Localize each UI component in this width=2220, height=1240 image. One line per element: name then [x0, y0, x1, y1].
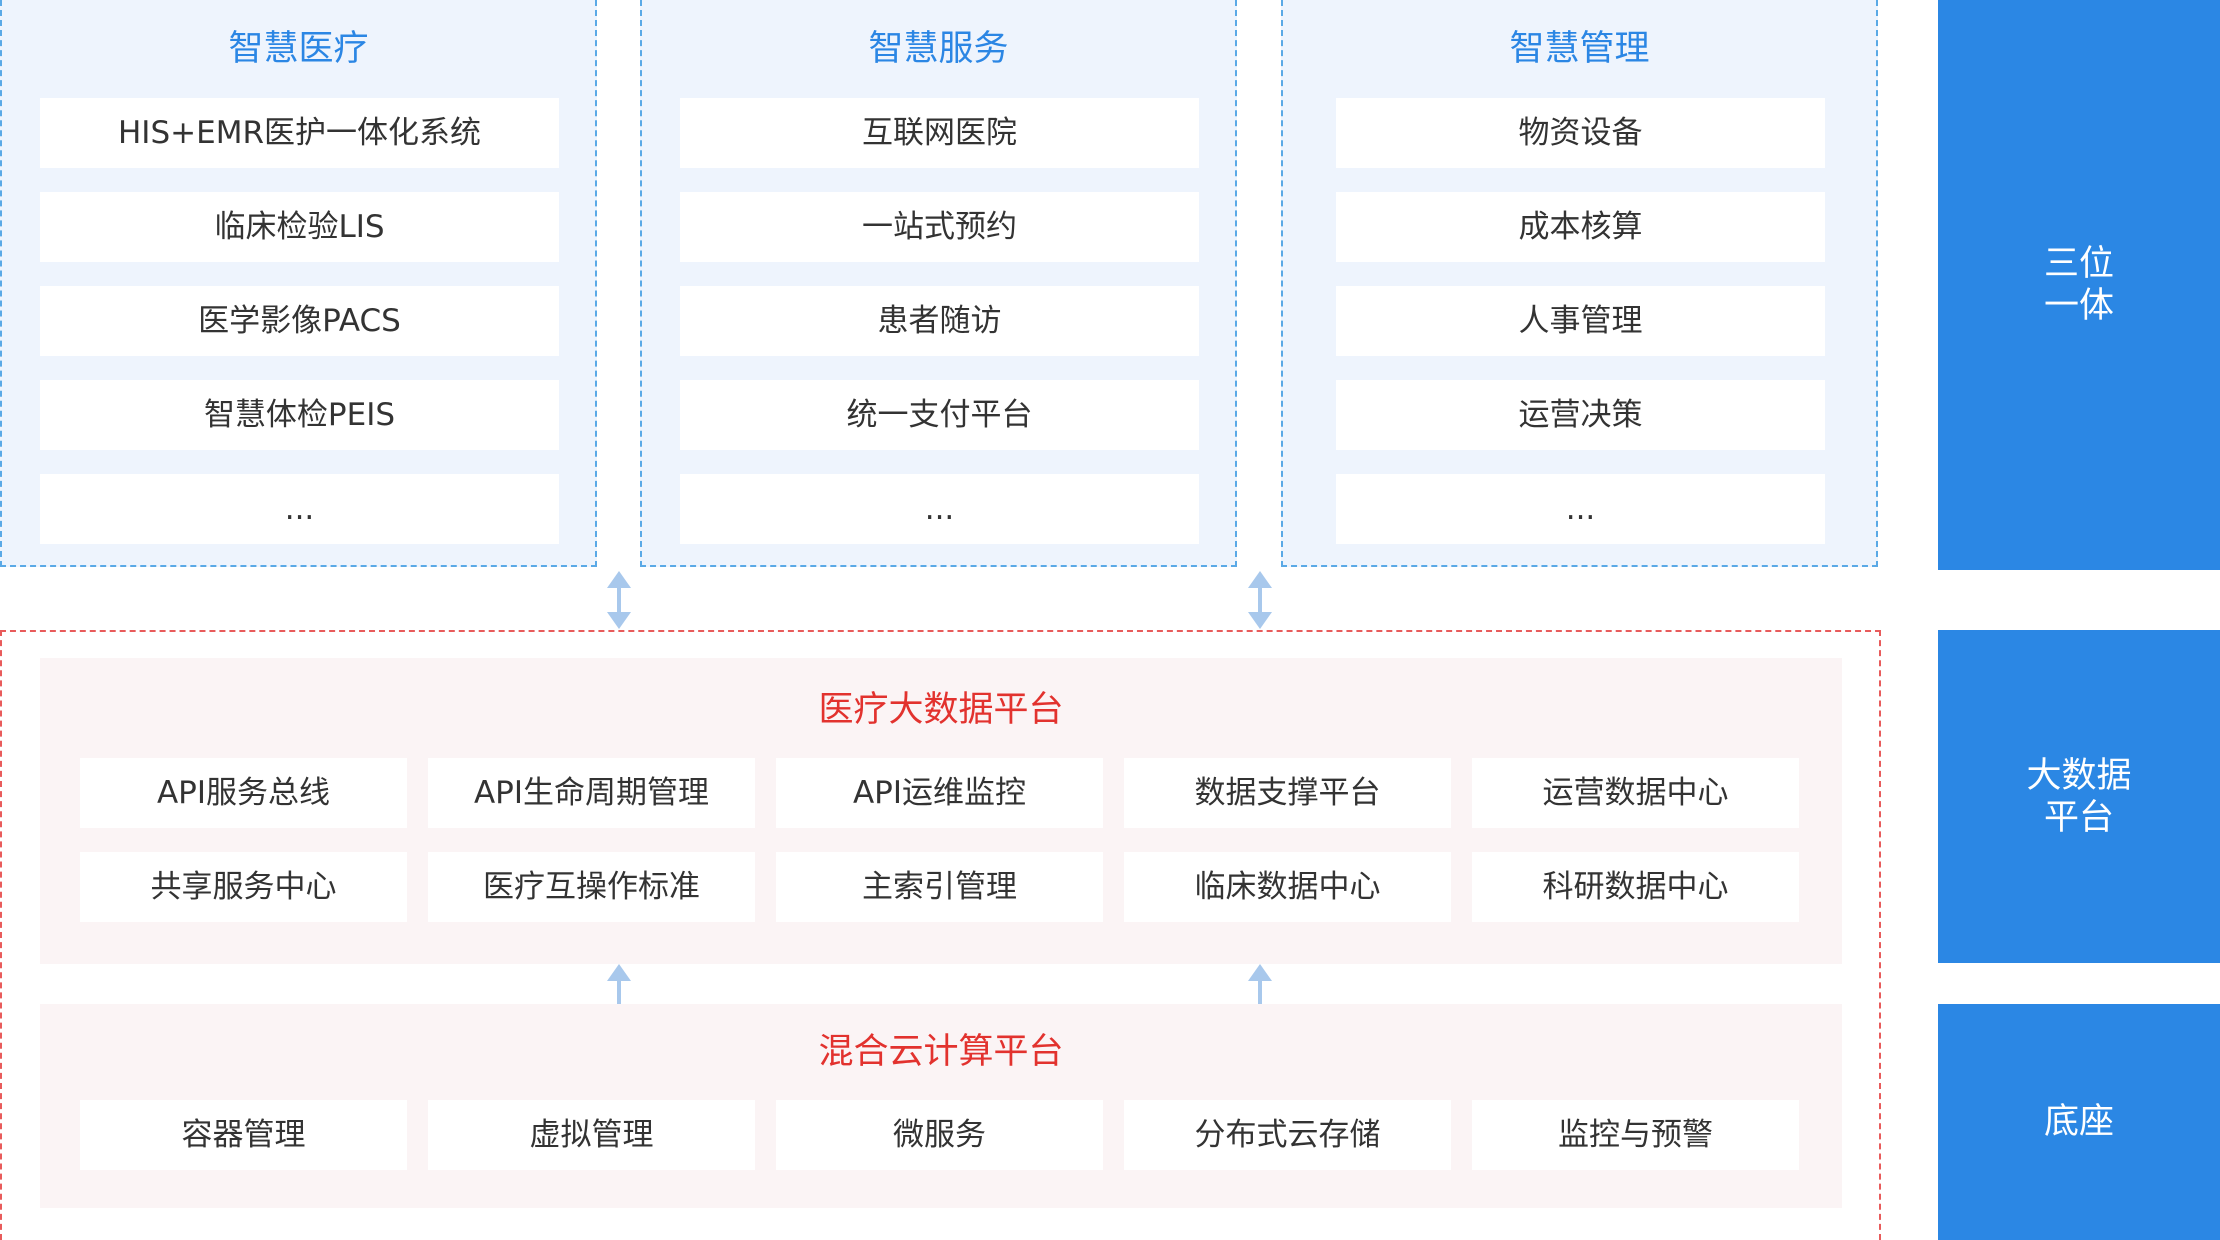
column-smart-service: 智慧服务 互联网医院 一站式预约 患者随访 统一支付平台 ...	[640, 0, 1237, 567]
bigdata-cell: 运营数据中心	[1472, 758, 1799, 828]
cloud-cell: 容器管理	[80, 1100, 407, 1170]
column-item: HIS+EMR医护一体化系统	[40, 98, 559, 168]
bigdata-cell: API运维监控	[776, 758, 1103, 828]
side-label-line: 一体	[2043, 286, 2114, 326]
side-label-bigdata: 大数据 平台	[1938, 630, 2220, 963]
double-headed-vertical-arrow-icon	[606, 571, 632, 629]
column-item: 智慧体检PEIS	[40, 380, 559, 450]
cloud-platform-title: 混合云计算平台	[818, 1032, 1064, 1072]
bigdata-cell: 主索引管理	[776, 852, 1103, 922]
column-item: 患者随访	[680, 286, 1199, 356]
platform-frame	[0, 630, 1881, 1240]
column-item: 成本核算	[1336, 192, 1825, 262]
column-title: 智慧医疗	[228, 29, 369, 69]
column-smart-management: 智慧管理 物资设备 成本核算 人事管理 运营决策 ...	[1281, 0, 1878, 567]
cloud-cell: 微服务	[776, 1100, 1103, 1170]
side-label-base: 底座	[1938, 1004, 2220, 1240]
cloud-platform-panel: 混合云计算平台 容器管理 虚拟管理 微服务 分布式云存储 监控与预警	[40, 1004, 1842, 1208]
column-item: 统一支付平台	[680, 380, 1199, 450]
cloud-cell: 监控与预警	[1472, 1100, 1799, 1170]
column-smart-medical: 智慧医疗 HIS+EMR医护一体化系统 临床检验LIS 医学影像PACS 智慧体…	[0, 0, 597, 567]
column-title: 智慧管理	[1509, 29, 1650, 69]
cloud-cell: 虚拟管理	[428, 1100, 755, 1170]
column-item-more: ...	[40, 474, 559, 544]
side-label-trinity: 三位 一体	[1938, 0, 2220, 570]
side-label-line: 平台	[2043, 797, 2114, 838]
bigdata-cell: 共享服务中心	[80, 852, 407, 922]
column-item-more: ...	[680, 474, 1199, 544]
bigdata-cell: 临床数据中心	[1124, 852, 1451, 922]
column-item: 临床检验LIS	[40, 192, 559, 262]
column-item: 运营决策	[1336, 380, 1825, 450]
cloud-cell: 分布式云存储	[1124, 1100, 1451, 1170]
bigdata-platform-panel: 医疗大数据平台 API服务总线 API生命周期管理 API运维监控 数据支撑平台…	[40, 658, 1842, 964]
column-item: 人事管理	[1336, 286, 1825, 356]
double-headed-vertical-arrow-icon	[1247, 571, 1273, 629]
side-label-line: 三位	[2043, 244, 2114, 284]
column-item-more: ...	[1336, 474, 1825, 544]
bigdata-cell: 科研数据中心	[1472, 852, 1799, 922]
bigdata-cell: API服务总线	[80, 758, 407, 828]
column-title: 智慧服务	[868, 29, 1009, 69]
up-arrow-icon	[606, 964, 632, 1004]
bigdata-cell: 数据支撑平台	[1124, 758, 1451, 828]
column-item: 物资设备	[1336, 98, 1825, 168]
bigdata-platform-title: 医疗大数据平台	[818, 690, 1064, 730]
bigdata-cell: API生命周期管理	[428, 758, 755, 828]
side-label-line: 大数据	[2026, 755, 2132, 796]
up-arrow-icon	[1247, 964, 1273, 1004]
column-item: 互联网医院	[680, 98, 1199, 168]
column-item: 一站式预约	[680, 192, 1199, 262]
column-item: 医学影像PACS	[40, 286, 559, 356]
bigdata-cell: 医疗互操作标准	[428, 852, 755, 922]
side-label-line: 底座	[2043, 1102, 2114, 1142]
